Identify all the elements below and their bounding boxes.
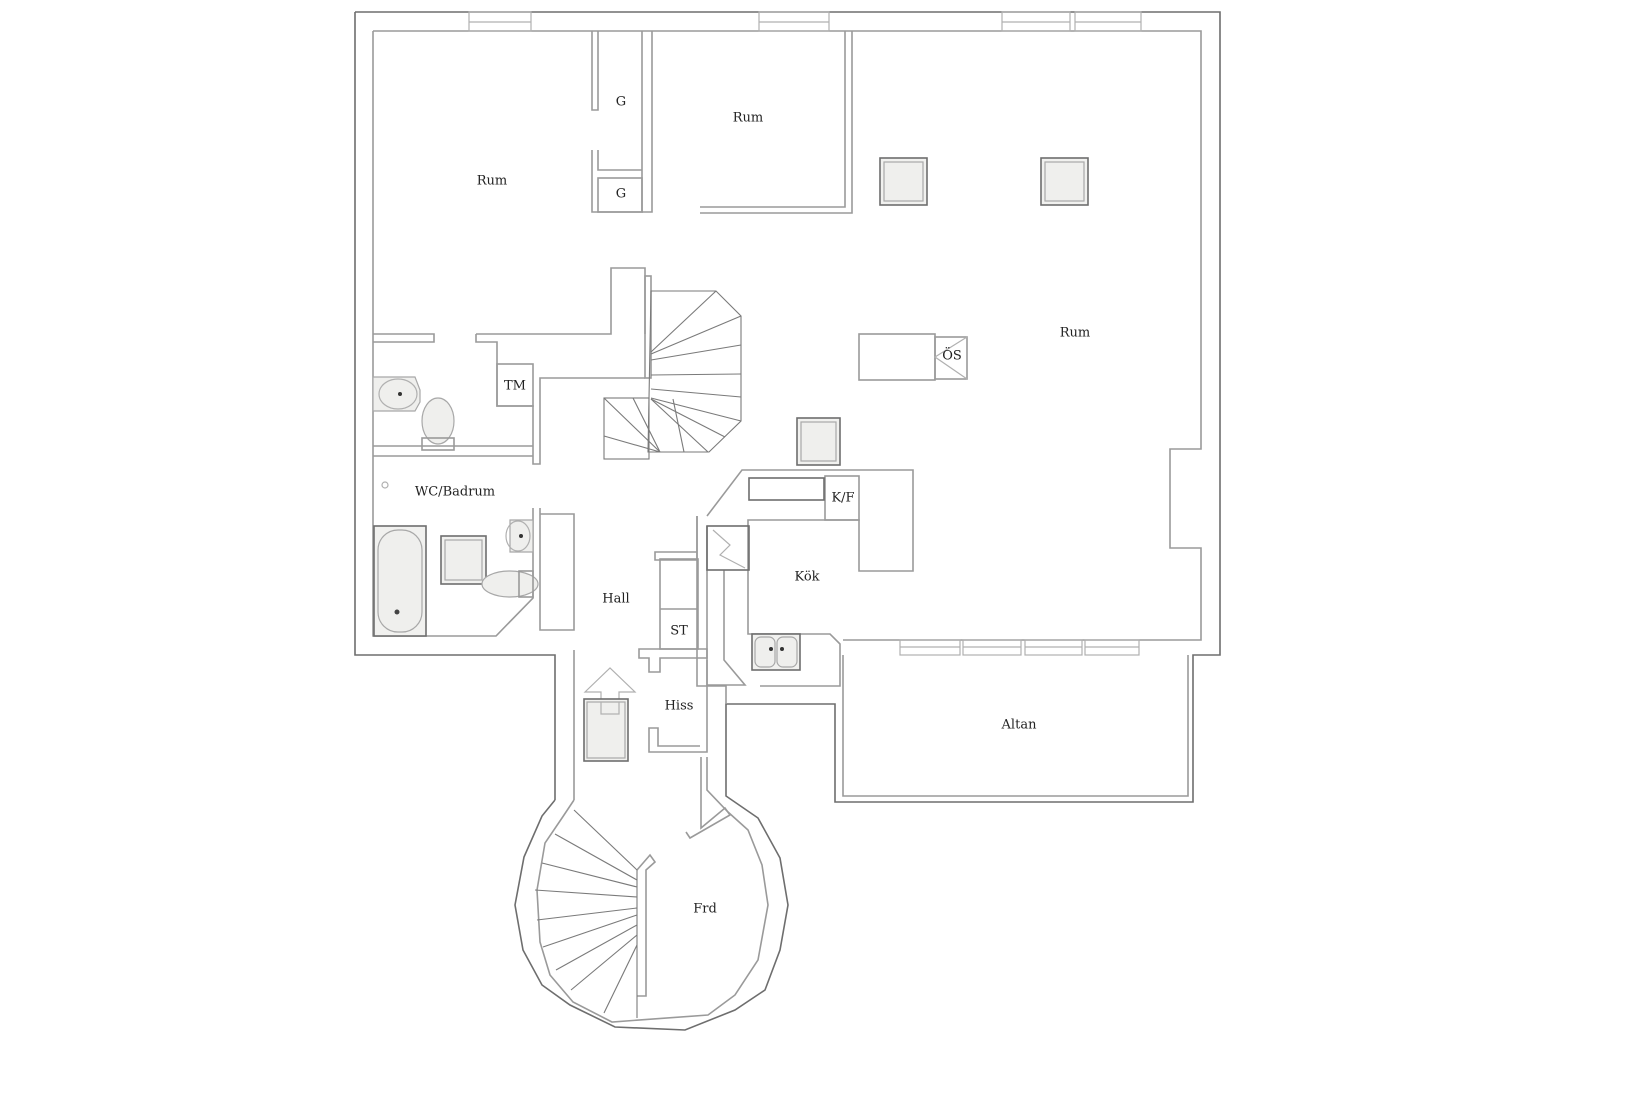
label-wc-badrum: WC/Badrum	[415, 485, 495, 500]
counter-icon	[748, 477, 825, 501]
room-labels: Rum G G Rum Rum TM ÖS WC/Badrum K/F Kök …	[415, 95, 1090, 917]
stove-icon	[706, 525, 750, 571]
interior-walls	[373, 31, 914, 800]
label-rum-main: Rum	[1060, 326, 1091, 341]
entrance	[583, 667, 637, 762]
label-stad: ST	[670, 624, 688, 639]
round-stair-tower	[514, 757, 789, 1031]
washbasin-icon	[372, 376, 421, 412]
label-oppen-spis: ÖS	[942, 347, 962, 364]
drain-icon	[381, 481, 389, 489]
label-rum-north: Rum	[733, 111, 764, 126]
skylights	[796, 157, 1089, 466]
label-kok: Kök	[794, 570, 819, 585]
upper-wc-fixtures	[372, 376, 455, 451]
altan-balcony	[842, 655, 1189, 797]
windows-altan	[899, 639, 1140, 656]
outer-walls	[354, 11, 1221, 803]
label-hiss: Hiss	[665, 699, 694, 714]
label-hall: Hall	[602, 592, 629, 607]
kitchen-fixtures	[706, 477, 825, 671]
label-altan: Altan	[1001, 718, 1038, 733]
toilet-icon	[421, 397, 455, 445]
toilet-icon	[481, 570, 539, 598]
fireplace-icon	[858, 333, 968, 381]
bathroom-fixtures	[373, 481, 539, 637]
label-garderob-2: G	[616, 187, 626, 202]
label-kyl-frys: K/F	[831, 491, 854, 506]
label-tvattmaskin: TM	[504, 379, 526, 394]
label-forrad: Frd	[693, 902, 717, 917]
label-garderob-1: G	[616, 95, 626, 110]
label-rum-west: Rum	[477, 174, 508, 189]
windows-top	[468, 11, 1142, 32]
interior-staircase-icon	[603, 275, 742, 460]
